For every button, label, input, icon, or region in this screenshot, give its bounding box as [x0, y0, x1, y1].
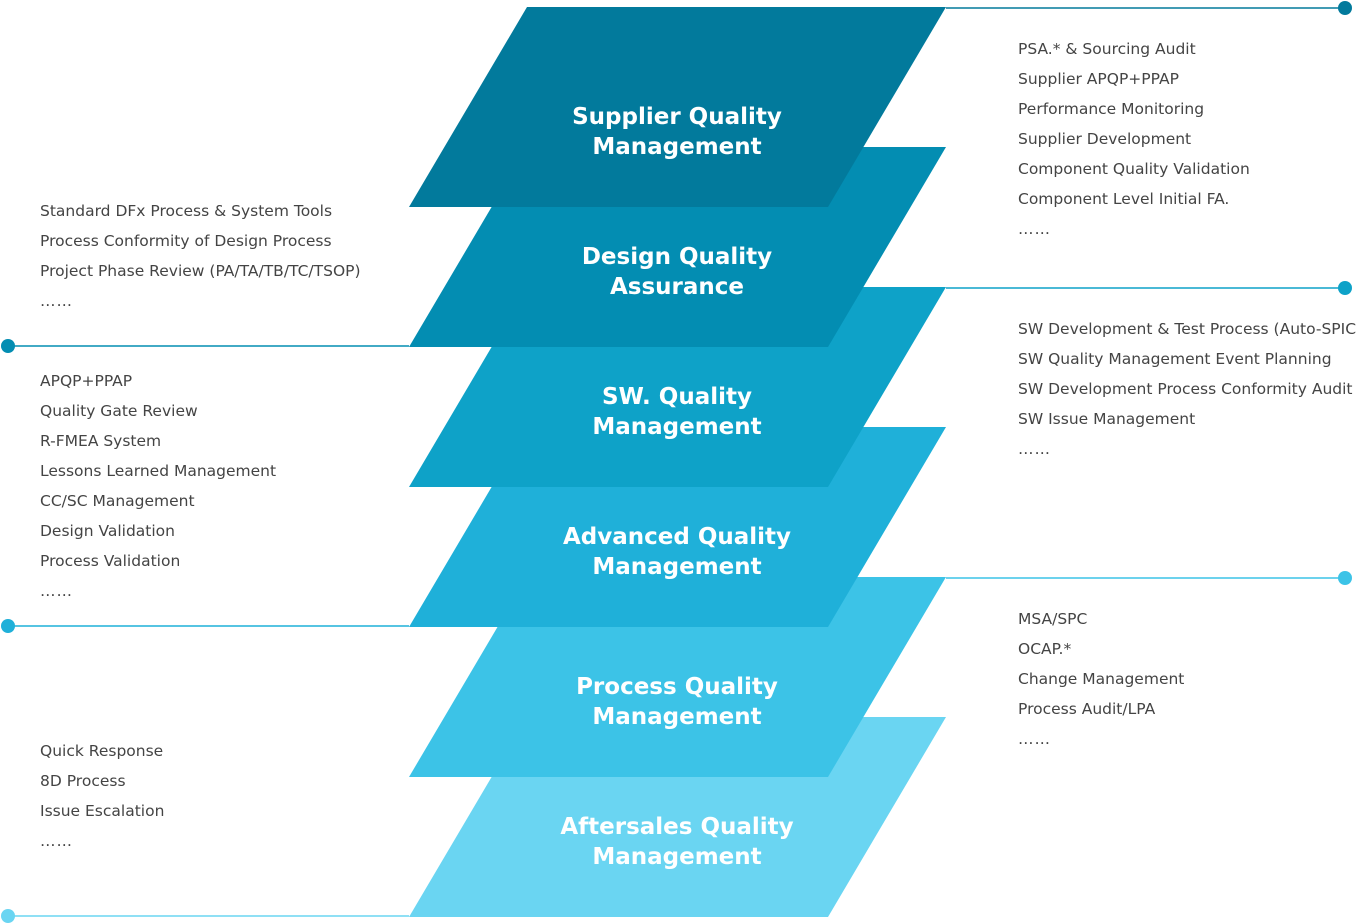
list-item: 8D Process	[40, 772, 126, 790]
list-item: SW Issue Management	[1018, 410, 1196, 428]
layer-title-line: Advanced Quality	[562, 524, 792, 550]
list-item: MSA/SPC	[1018, 610, 1088, 628]
advanced-item-list: APQP+PPAP Quality Gate Review R-FMEA Sys…	[40, 366, 276, 606]
list-more: ……	[1018, 730, 1051, 748]
list-item: Design Validation	[40, 522, 175, 540]
layer-aftersales-title: Aftersales Quality Management	[520, 812, 834, 872]
connector-advanced-dot	[1, 619, 15, 633]
list-more: ……	[40, 292, 73, 310]
connector-supplier-dot	[1338, 1, 1352, 15]
layer-title-line: Management	[592, 554, 762, 580]
layer-supplier-title: Supplier Quality Management	[520, 102, 834, 162]
list-item: Supplier Development	[1018, 130, 1192, 148]
layer-title-line: Design Quality	[581, 244, 773, 270]
list-item: R-FMEA System	[40, 432, 162, 450]
list-item: SW Development Process Conformity Audit	[1018, 380, 1353, 398]
list-item: Issue Escalation	[40, 802, 165, 820]
list-more: ……	[40, 832, 73, 850]
layer-title-line: Management	[592, 134, 762, 160]
list-item: Component Level Initial FA.	[1018, 190, 1230, 208]
layer-process-title: Process Quality Management	[520, 672, 834, 732]
connector-sw-dot	[1338, 281, 1352, 295]
sw-item-list: SW Development & Test Process (Auto-SPIC…	[1018, 314, 1356, 464]
list-item: Standard DFx Process & System Tools	[40, 202, 333, 220]
layer-title-line: SW. Quality	[601, 384, 752, 410]
list-item: Performance Monitoring	[1018, 100, 1205, 118]
design-item-list: Standard DFx Process & System Tools Proc…	[40, 196, 361, 316]
list-item: Quality Gate Review	[40, 402, 198, 420]
layer-title-line: Aftersales Quality	[560, 814, 794, 840]
list-item: Lessons Learned Management	[40, 462, 277, 480]
list-item: Project Phase Review (PA/TA/TB/TC/TSOP)	[40, 262, 361, 280]
aftersales-item-list: Quick Response 8D Process Issue Escalati…	[40, 736, 164, 856]
list-item: Change Management	[1018, 670, 1185, 688]
list-item: Quick Response	[40, 742, 164, 760]
list-item: CC/SC Management	[40, 492, 195, 510]
list-item: SW Quality Management Event Planning	[1018, 350, 1332, 368]
list-item: Process Conformity of Design Process	[40, 232, 332, 250]
layer-title-line: Management	[592, 704, 762, 730]
list-item: Supplier APQP+PPAP	[1018, 70, 1179, 88]
layer-title-line: Assurance	[609, 274, 745, 300]
list-item: Component Quality Validation	[1018, 160, 1250, 178]
connector-design-dot	[1, 339, 15, 353]
layer-title-line: Supplier Quality	[572, 104, 782, 130]
layer-advanced-title: Advanced Quality Management	[520, 522, 834, 582]
list-item: Process Validation	[40, 552, 181, 570]
layer-design-title: Design Quality Assurance	[520, 242, 834, 302]
layer-title-line: Management	[592, 414, 762, 440]
list-more: ……	[1018, 220, 1051, 238]
list-item: OCAP.*	[1018, 640, 1072, 658]
list-item: SW Development & Test Process (Auto-SPIC…	[1018, 320, 1356, 338]
supplier-item-list: PSA.* & Sourcing Audit Supplier APQP+PPA…	[1018, 34, 1250, 244]
list-more: ……	[40, 582, 73, 600]
process-item-list: MSA/SPC OCAP.* Change Management Process…	[1018, 604, 1184, 754]
list-item: APQP+PPAP	[40, 372, 133, 390]
layer-title-line: Process Quality	[576, 674, 778, 700]
list-item: Process Audit/LPA	[1018, 700, 1156, 718]
list-item: PSA.* & Sourcing Audit	[1018, 40, 1196, 58]
connector-aftersales-dot	[1, 909, 15, 923]
layer-supplier-shape	[409, 7, 946, 207]
connector-process-dot	[1338, 571, 1352, 585]
list-more: ……	[1018, 440, 1051, 458]
layer-title-line: Management	[592, 844, 762, 870]
layer-sw-title: SW. Quality Management	[520, 382, 834, 442]
